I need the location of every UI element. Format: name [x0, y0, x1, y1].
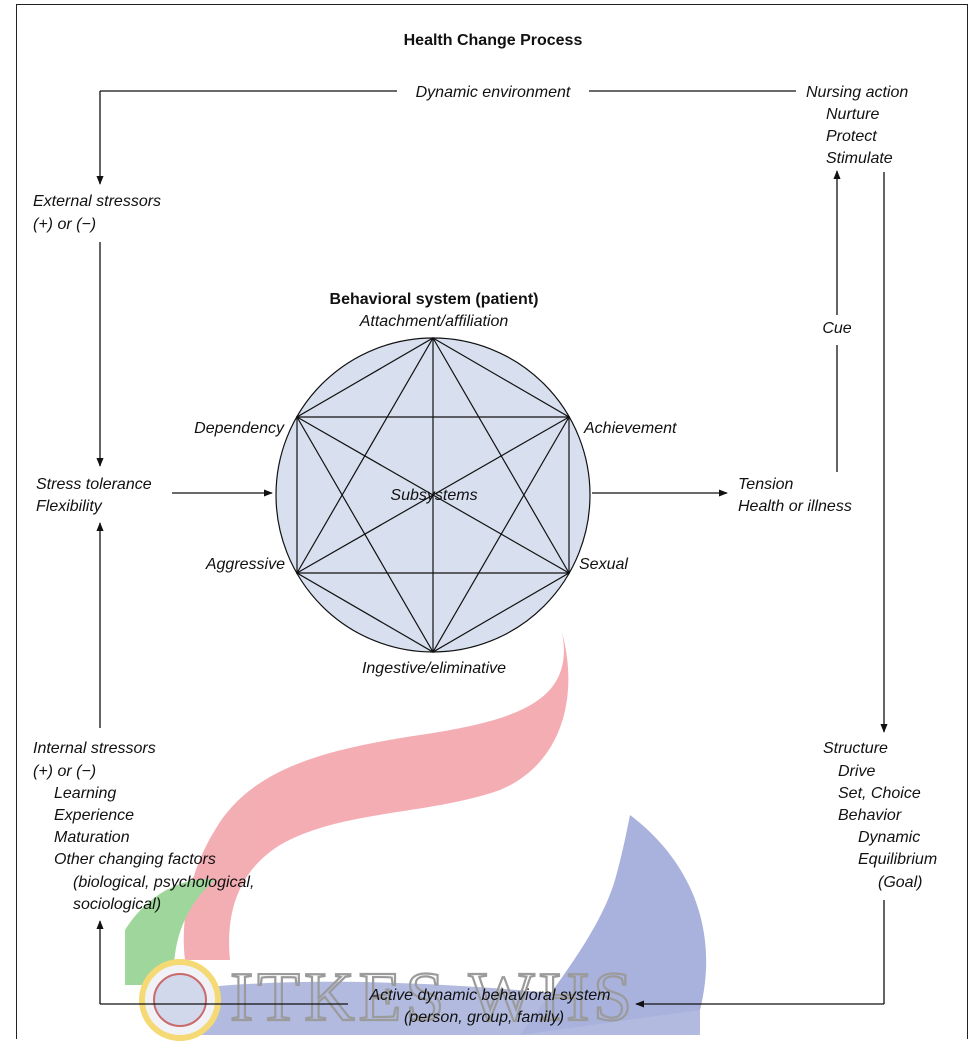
watermark-logo: ITKES WHS	[125, 632, 707, 1041]
tension-line-0: Tension	[738, 476, 794, 493]
node-aggressive: Aggressive	[205, 556, 285, 573]
watermark-seal-inner-icon	[153, 973, 207, 1027]
watermark-green-swoosh	[125, 879, 215, 985]
node-attachment-affiliation: Attachment/affiliation	[359, 313, 509, 330]
internal-line-7: sociological)	[73, 896, 161, 913]
watermark-blue-base	[180, 981, 700, 1035]
active-system-block: Active dynamic behavioral system (person…	[369, 987, 611, 1026]
structure-line-5: Equilibrium	[858, 851, 937, 868]
tension-line-1: Health or illness	[738, 498, 852, 515]
nursing-action-block: Nursing action Nurture Protect Stimulate	[806, 84, 908, 167]
internal-line-2: Learning	[54, 785, 116, 802]
watermark-red-swoosh	[183, 632, 569, 960]
tension-block: Tension Health or illness	[738, 476, 852, 515]
diagram-frame	[16, 4, 968, 1039]
structure-line-3: Behavior	[838, 807, 902, 824]
subsystems-label: Subsystems	[390, 487, 477, 504]
structure-line-1: Drive	[838, 763, 875, 780]
nursing-line-3: Stimulate	[826, 150, 893, 167]
active-line-1: (person, group, family)	[404, 1009, 564, 1026]
internal-stressors-block: Internal stressors (+) or (−) Learning E…	[33, 740, 254, 913]
structure-line-0: Structure	[823, 740, 888, 757]
structure-block: Structure Drive Set, Choice Behavior Dyn…	[823, 740, 937, 891]
node-ingestive-eliminative: Ingestive/eliminative	[362, 660, 506, 677]
structure-line-2: Set, Choice	[838, 785, 921, 802]
internal-line-1: (+) or (−)	[33, 763, 96, 780]
behavioral-system-title: Behavioral system (patient)	[330, 291, 539, 308]
dynamic-environment-label: Dynamic environment	[416, 84, 571, 101]
subsystem-hexagram	[295, 336, 571, 654]
stress-line-0: Stress tolerance	[36, 476, 152, 493]
stress-line-1: Flexibility	[36, 498, 103, 515]
watermark-blue-swoosh	[520, 815, 707, 1035]
stress-tolerance-block: Stress tolerance Flexibility	[36, 476, 152, 515]
node-achievement: Achievement	[583, 420, 677, 437]
internal-line-6: (biological, psychological,	[73, 874, 254, 891]
active-line-0: Active dynamic behavioral system	[369, 987, 611, 1004]
internal-line-3: Experience	[54, 807, 134, 824]
external-line-1: (+) or (−)	[33, 216, 96, 233]
internal-line-0: Internal stressors	[33, 740, 156, 757]
structure-line-6: (Goal)	[878, 874, 922, 891]
diagram-title: Health Change Process	[404, 32, 583, 49]
node-dependency: Dependency	[194, 420, 285, 437]
node-sexual: Sexual	[579, 556, 628, 573]
structure-line-4: Dynamic	[858, 829, 920, 846]
nursing-line-2: Protect	[826, 128, 877, 145]
cue-label: Cue	[822, 320, 851, 337]
internal-line-5: Other changing factors	[54, 851, 216, 868]
external-line-0: External stressors	[33, 193, 161, 210]
internal-line-4: Maturation	[54, 829, 130, 846]
watermark-text: ITKES WHS	[230, 959, 636, 1036]
external-stressors-block: External stressors (+) or (−)	[33, 193, 161, 233]
nursing-line-0: Nursing action	[806, 84, 908, 101]
nursing-line-1: Nurture	[826, 106, 879, 123]
